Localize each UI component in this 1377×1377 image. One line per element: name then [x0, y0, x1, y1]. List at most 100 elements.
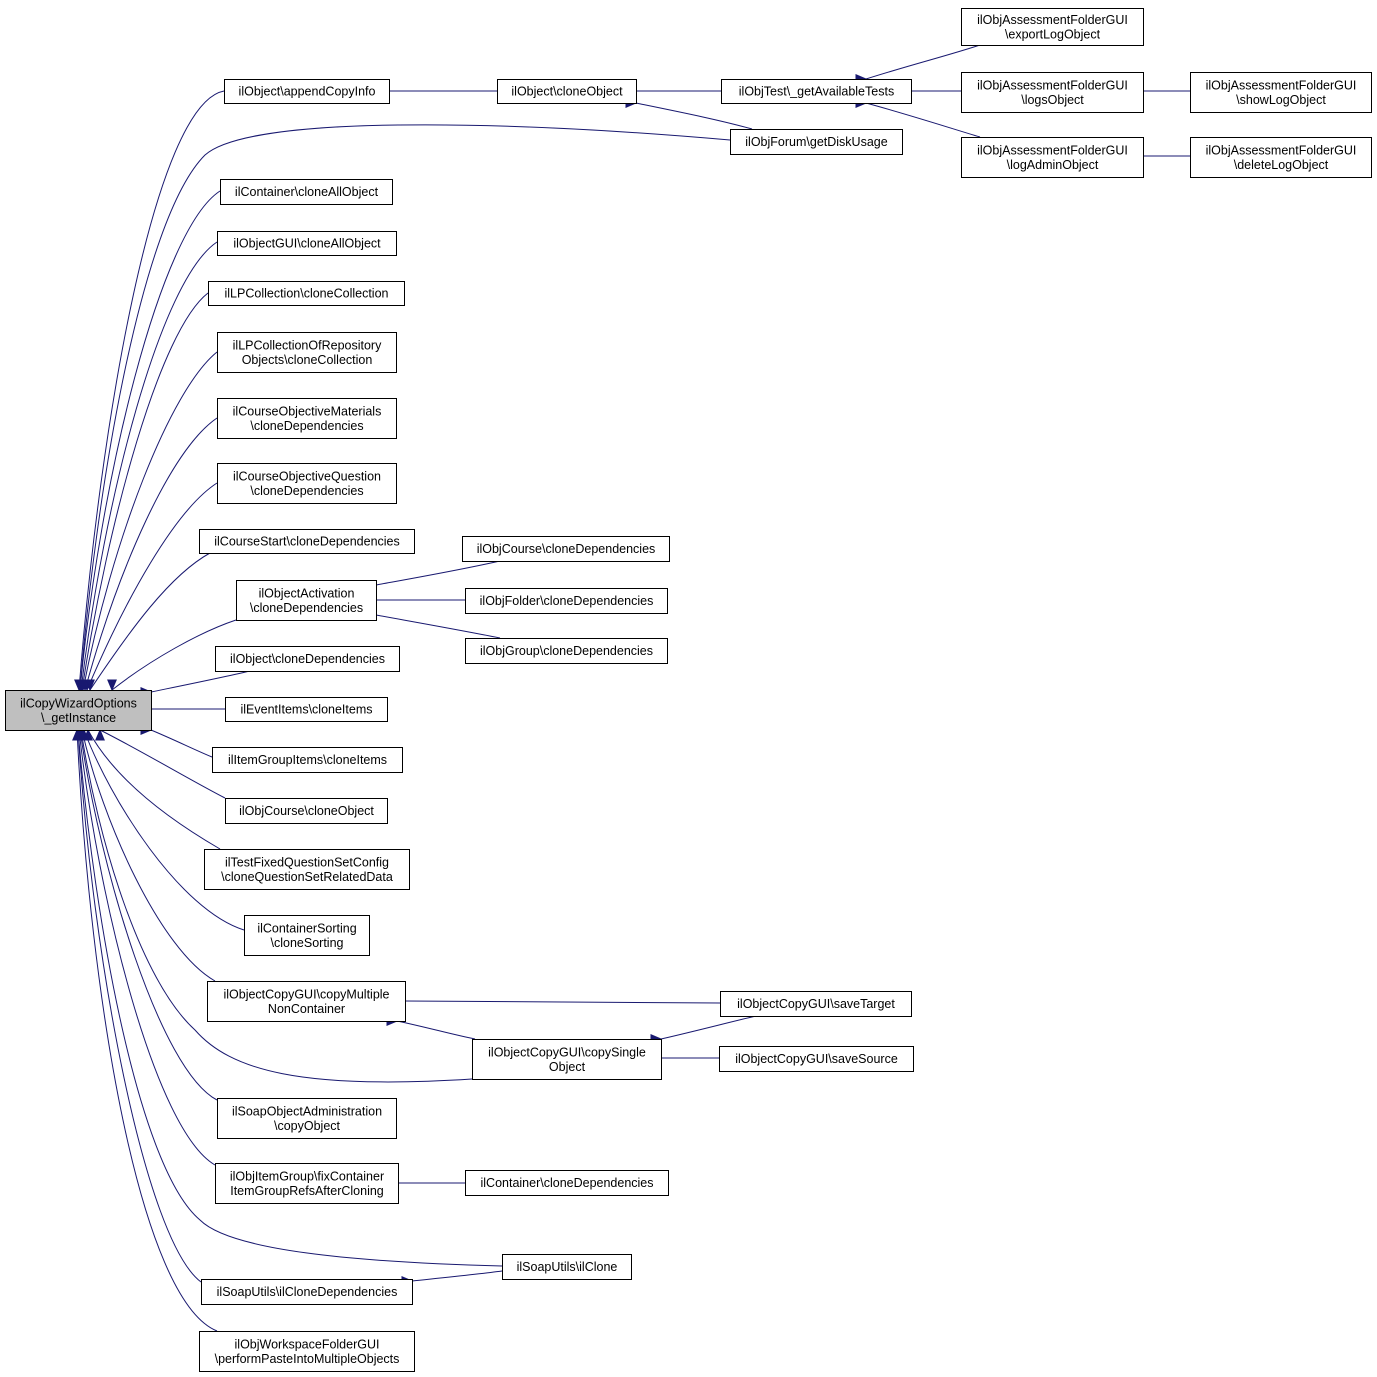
node-lpCollectionRepo[interactable]: ilLPCollectionOfRepositoryObjects\cloneC… [217, 332, 397, 373]
node-box [217, 332, 397, 373]
node-logsObject[interactable]: ilObjAssessmentFolderGUI\logsObject [961, 72, 1144, 113]
node-showLogObject[interactable]: ilObjAssessmentFolderGUI\showLogObject [1190, 72, 1372, 113]
node-label: \copyObject [274, 1119, 341, 1133]
node-box [207, 981, 406, 1022]
node-box [472, 1039, 662, 1080]
node-label: ilObjectCopyGUI\copySingle [488, 1045, 646, 1059]
node-exportLogObject[interactable]: ilObjAssessmentFolderGUI\exportLogObject [961, 8, 1144, 46]
node-label: ilContainer\cloneDependencies [480, 1176, 653, 1190]
node-label: ilObjForum\getDiskUsage [745, 135, 887, 149]
node-label: ilObject\cloneDependencies [230, 652, 385, 666]
node-getDiskUsage[interactable]: ilObjForum\getDiskUsage [730, 129, 903, 155]
node-workspaceFolder[interactable]: ilObjWorkspaceFolderGUI\performPasteInto… [199, 1331, 415, 1372]
call-edge [87, 729, 221, 850]
node-courseObjQuestion[interactable]: ilCourseObjectiveQuestion\cloneDependenc… [217, 463, 397, 504]
node-objGroupDeps[interactable]: ilObjGroup\cloneDependencies [465, 638, 668, 664]
node-objFolderDeps[interactable]: ilObjFolder\cloneDependencies [465, 588, 668, 614]
node-courseStart[interactable]: ilCourseStart\cloneDependencies [199, 529, 415, 554]
node-cloneObject[interactable]: ilObject\cloneObject [497, 79, 637, 104]
node-box [720, 991, 912, 1017]
call-edge [111, 619, 237, 691]
node-courseObjMaterials[interactable]: ilCourseObjectiveMaterials\cloneDependen… [217, 398, 397, 439]
node-logAdminObject[interactable]: ilObjAssessmentFolderGUI\logAdminObject [961, 137, 1144, 178]
node-objCourseDeps[interactable]: ilObjCourse\cloneDependencies [462, 536, 670, 562]
node-label: ItemGroupRefsAfterCloning [230, 1184, 384, 1198]
root-node[interactable]: ilCopyWizardOptions\_getInstance [5, 690, 152, 731]
node-label: ilObjAssessmentFolderGUI [977, 143, 1128, 157]
node-soapObjAdmin[interactable]: ilSoapObjectAdministration\copyObject [217, 1098, 397, 1139]
node-label: ilObject\appendCopyInfo [239, 85, 376, 99]
node-box [465, 1170, 669, 1196]
node-box [465, 588, 668, 614]
node-eventItems[interactable]: ilEventItems\cloneItems [225, 697, 388, 722]
node-label: \showLogObject [1236, 93, 1326, 107]
node-soapIlCloneDeps[interactable]: ilSoapUtils\ilCloneDependencies [201, 1279, 413, 1305]
node-label: ilItemGroupItems\cloneItems [228, 753, 387, 767]
node-label: ilObjectActivation [259, 586, 355, 600]
node-soapIlClone[interactable]: ilSoapUtils\ilClone [502, 1254, 632, 1280]
node-label: \performPasteIntoMultipleObjects [215, 1352, 400, 1366]
node-box [224, 79, 390, 104]
node-label: ilTestFixedQuestionSetConfig [225, 855, 389, 869]
node-box [5, 690, 152, 731]
call-edge [77, 729, 202, 1283]
node-box [465, 638, 668, 664]
call-edge [76, 729, 218, 1332]
node-getAvailableTests[interactable]: ilObjTest\_getAvailableTests [721, 79, 912, 104]
node-label: ilObjAssessmentFolderGUI [1206, 78, 1357, 92]
call-edge [396, 1020, 476, 1040]
node-label: \_getInstance [41, 711, 116, 725]
node-testFixedQSet[interactable]: ilTestFixedQuestionSetConfig\cloneQuesti… [204, 849, 410, 890]
node-lpCollection[interactable]: ilLPCollection\cloneCollection [208, 281, 405, 306]
node-label: \logAdminObject [1007, 158, 1099, 172]
node-box [244, 915, 370, 956]
node-box [201, 1279, 413, 1305]
node-containerDeps[interactable]: ilContainer\cloneDependencies [465, 1170, 669, 1196]
call-edge [375, 560, 501, 586]
node-objectGuiCloneAll[interactable]: ilObjectGUI\cloneAllObject [217, 231, 397, 256]
node-itemGroupItems[interactable]: ilItemGroupItems\cloneItems [212, 747, 403, 773]
node-label: Objects\cloneCollection [242, 353, 373, 367]
node-appendCopyInfo[interactable]: ilObject\appendCopyInfo [224, 79, 390, 104]
node-label: ilCourseStart\cloneDependencies [214, 535, 400, 549]
node-label: ilCopyWizardOptions [20, 696, 137, 710]
call-edge [78, 90, 225, 691]
node-objectDeps[interactable]: ilObject\cloneDependencies [215, 646, 400, 672]
node-objItemGroup[interactable]: ilObjItemGroup\fixContainerItemGroupRefs… [215, 1163, 399, 1204]
node-label: \exportLogObject [1005, 27, 1101, 41]
node-label: ilObjGroup\cloneDependencies [480, 644, 653, 658]
node-box [217, 398, 397, 439]
call-edge [80, 241, 218, 691]
node-label: ilObjCourse\cloneDependencies [477, 542, 656, 556]
call-arrowhead [107, 679, 117, 692]
node-box [217, 231, 397, 256]
node-box [961, 137, 1144, 178]
node-label: \cloneDependencies [250, 484, 363, 498]
node-saveTarget[interactable]: ilObjectCopyGUI\saveTarget [720, 991, 912, 1017]
node-box [212, 747, 403, 773]
node-label: ilLPCollection\cloneCollection [225, 287, 389, 301]
call-edge [635, 102, 753, 130]
node-label: NonContainer [268, 1002, 345, 1016]
node-containerSorting[interactable]: ilContainerSorting\cloneSorting [244, 915, 370, 956]
node-label: ilObjWorkspaceFolderGUI [235, 1337, 380, 1351]
call-edge [79, 190, 221, 691]
node-objCourseCloneObject[interactable]: ilObjCourse\cloneObject [225, 798, 388, 824]
call-edge [86, 482, 218, 691]
call-edge [83, 729, 245, 931]
node-deleteLogObject[interactable]: ilObjAssessmentFolderGUI\deleteLogObject [1190, 137, 1372, 178]
node-objectActivation[interactable]: ilObjectActivation\cloneDependencies [236, 580, 377, 621]
node-box [225, 697, 388, 722]
node-containerCloneAll[interactable]: ilContainer\cloneAllObject [220, 179, 393, 205]
node-label: ilSoapUtils\ilClone [517, 1260, 618, 1274]
node-label: ilCourseObjectiveMaterials [233, 404, 382, 418]
node-label: ilObjCourse\cloneObject [239, 804, 374, 818]
node-saveSource[interactable]: ilObjectCopyGUI\saveSource [719, 1046, 914, 1072]
call-edge [865, 44, 981, 80]
node-label: ilObjAssessmentFolderGUI [977, 78, 1128, 92]
node-label: \cloneDependencies [250, 601, 363, 615]
call-edge [660, 1015, 757, 1040]
